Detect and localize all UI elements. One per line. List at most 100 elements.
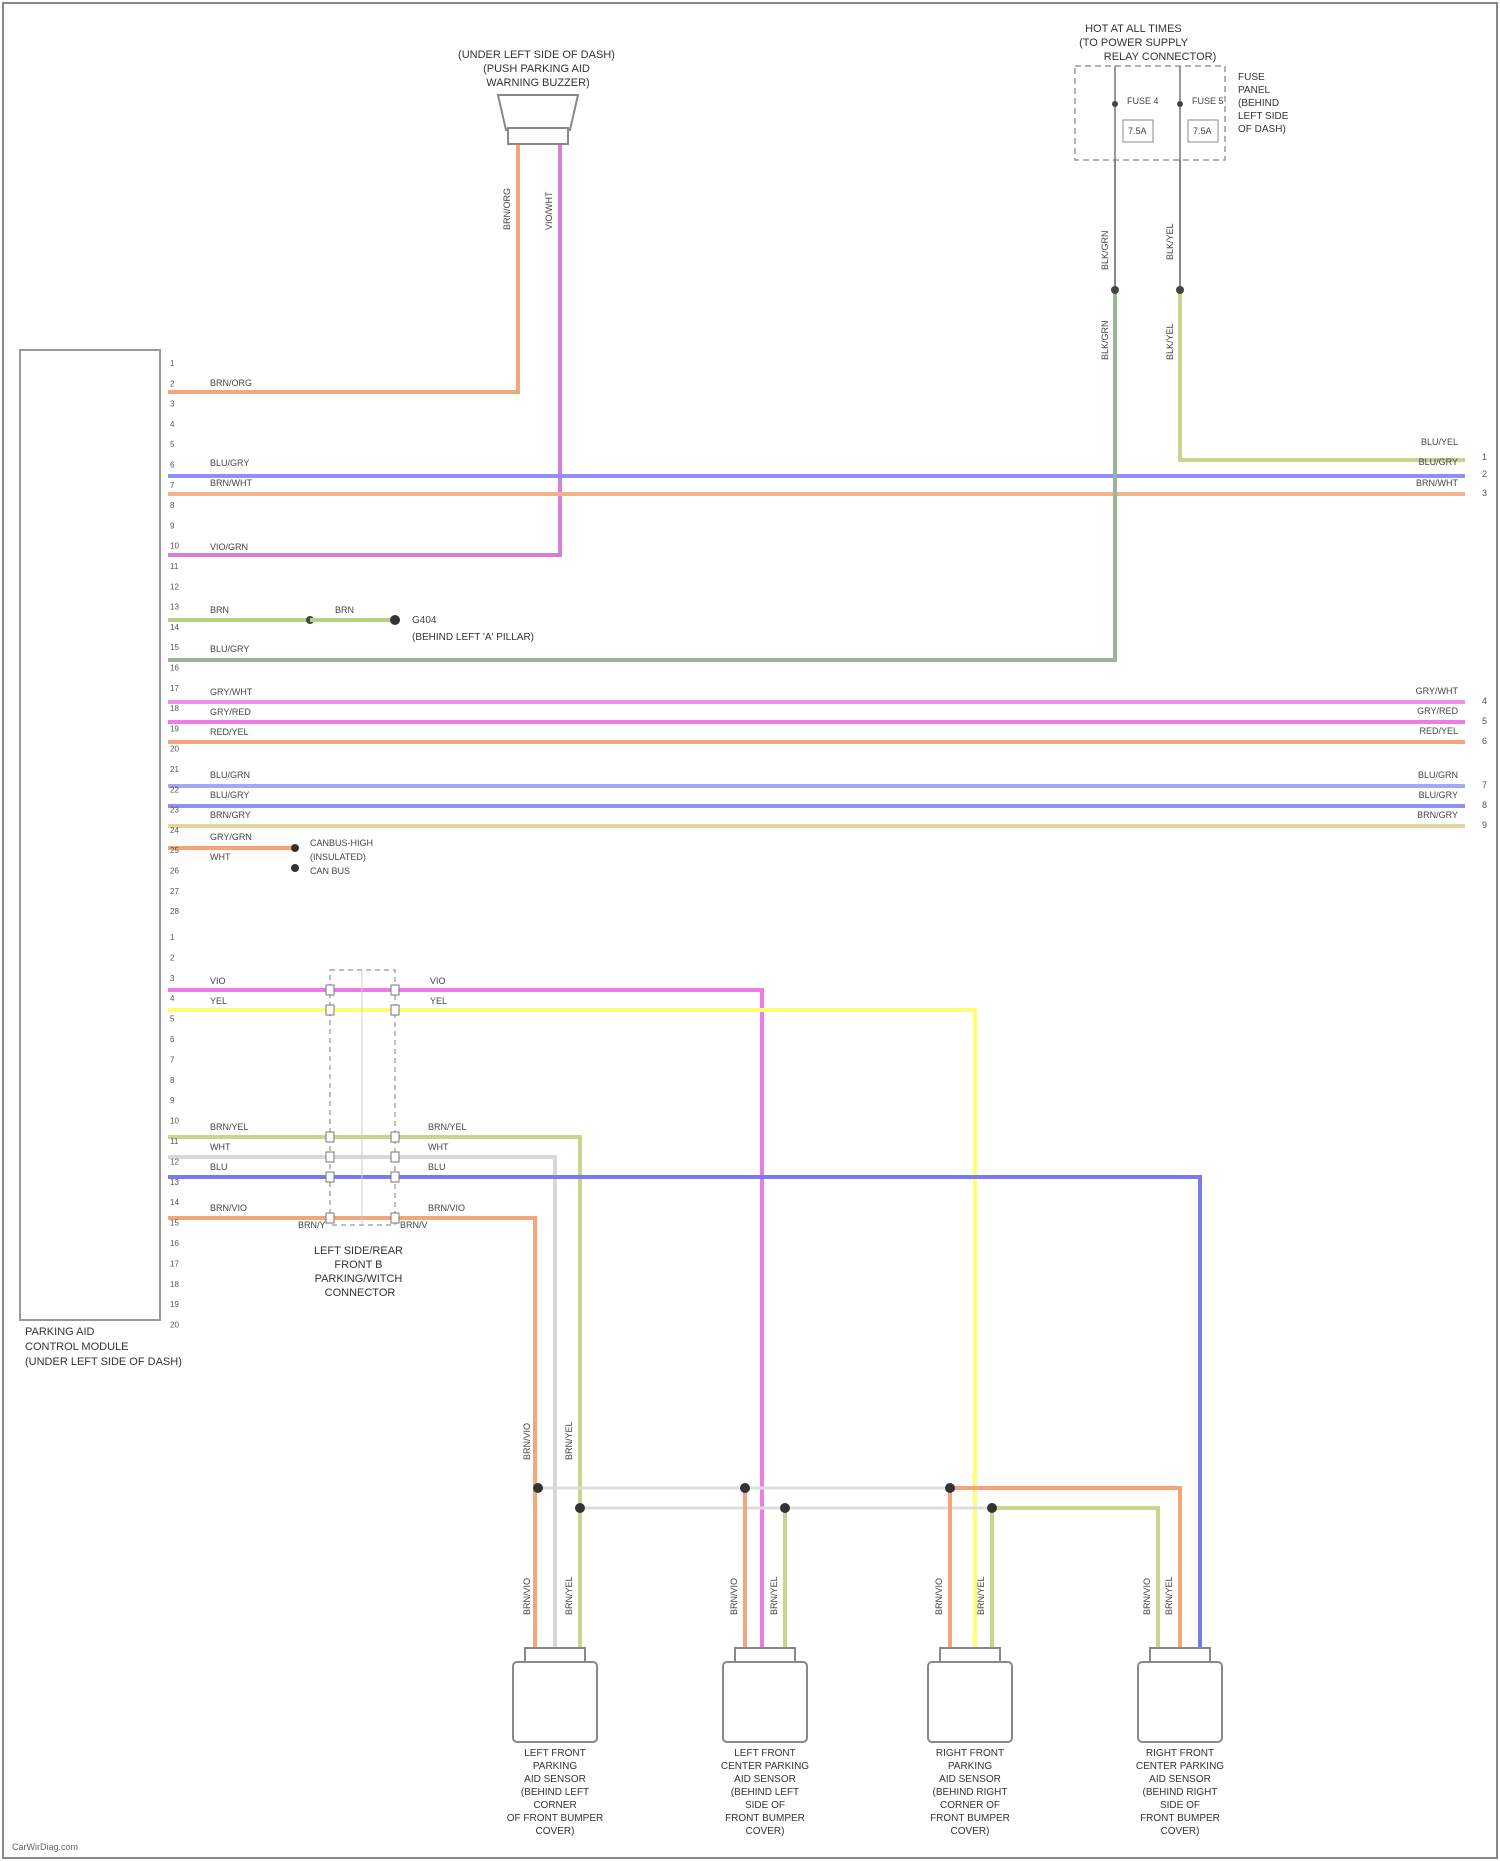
sensor-3-caption-line: CORNER OF: [940, 1800, 1000, 1811]
module-lower-pin-4: 4: [170, 994, 175, 1003]
connector-pin-0-0: [326, 985, 334, 995]
module-lower-pin-7: 7: [170, 1055, 175, 1064]
fuse-wire-a-label: BLK/GRN: [1100, 230, 1110, 270]
sensor-3-caption-line: RIGHT FRONT: [936, 1748, 1004, 1759]
sensor-1-caption-line: OF FRONT BUMPER: [507, 1813, 603, 1824]
label-w18: RED/YEL: [210, 727, 249, 737]
fuse-b-rating: 7.5A: [1193, 126, 1212, 136]
connector-pin-1-0: [326, 1005, 334, 1015]
label-s11: BRN/YEL: [210, 1122, 249, 1132]
sensor-4-caption-line: (BEHIND RIGHT: [1143, 1787, 1218, 1798]
label-w21: BLU/GRN: [210, 770, 250, 780]
conn-caption-2: FRONT B: [334, 1259, 382, 1271]
buzzer-caption-2: (PUSH PARKING AID: [483, 63, 590, 75]
sensor-2-caption-line: (BEHIND LEFT: [731, 1787, 799, 1798]
fuse-caption-1: HOT AT ALL TIMES: [1085, 23, 1182, 35]
fuse-b-name: FUSE 5: [1192, 96, 1224, 106]
module-pin-16: 16: [170, 664, 179, 673]
label-w17: GRY/RED: [210, 707, 251, 717]
buzzer-wire-left-label: BRN/ORG: [502, 188, 512, 230]
module-pin-28: 28: [170, 907, 179, 916]
module-caption-3: (UNDER LEFT SIDE OF DASH): [25, 1356, 182, 1368]
label-s15: BRN/VIO: [210, 1203, 247, 1213]
module-pin-20: 20: [170, 745, 179, 754]
right-label-r1: BLU/YEL: [1421, 437, 1458, 447]
module-lower-pin-14: 14: [170, 1198, 179, 1207]
connector-pin-4-1: [391, 1172, 399, 1182]
connector-pin-3-0: [326, 1152, 334, 1162]
sensor-2-caption-line: CENTER PARKING: [721, 1761, 809, 1772]
connector-pin-3-1: [391, 1152, 399, 1162]
fuse-side-3: (BEHIND: [1238, 98, 1279, 109]
conn-out-o4: YEL: [430, 996, 447, 1006]
module-pin-11: 11: [170, 562, 179, 571]
conn-bottom-right: BRN/V: [400, 1220, 428, 1230]
buzzer-wire-right-label: VIO/WHT: [544, 191, 554, 230]
sensor-2-caption-line: LEFT FRONT: [734, 1748, 795, 1759]
conn-out-o11: BRN/YEL: [428, 1122, 467, 1132]
right-label-r17: GRY/RED: [1417, 706, 1458, 716]
conn-caption-3: PARKING/WITCH: [315, 1273, 403, 1285]
sensor-4-caption-line: FRONT BUMPER: [1140, 1813, 1220, 1824]
sensor-1-caption-line: COVER): [536, 1826, 575, 1837]
buzzer-caption-3: WARNING BUZZER): [486, 77, 589, 89]
module-pin-15: 15: [170, 643, 179, 652]
module-pin-9: 9: [170, 521, 175, 530]
module-lower-pin-9: 9: [170, 1096, 175, 1105]
connector-pin-1-1: [391, 1005, 399, 1015]
module-pin-23: 23: [170, 806, 179, 815]
vlabel-1: BRN/VIO: [522, 1423, 532, 1460]
parking-aid-control-module: PARKING AID CONTROL MODULE (UNDER LEFT S…: [20, 350, 182, 1368]
connector-pin-5-1: [391, 1213, 399, 1223]
ground-caption: (BEHIND LEFT 'A' PILLAR): [412, 632, 534, 643]
stub-label-2: (INSULATED): [310, 852, 366, 862]
vlabel-9: BRN/VIO: [1142, 1578, 1152, 1615]
label-w14: BLU/GRY: [210, 644, 249, 654]
module-pin-14: 14: [170, 623, 179, 632]
right-label-r2: BLU/GRY: [1419, 457, 1458, 467]
fuse-a-rating: 7.5A: [1128, 126, 1147, 136]
right-label-r22: BLU/GRY: [1419, 790, 1458, 800]
label-w10: VIO/GRN: [210, 542, 248, 552]
right-pin-8: 8: [1482, 800, 1487, 810]
right-pin-7: 7: [1482, 780, 1487, 790]
ground-label: G404: [412, 615, 437, 626]
vlabel-8: BRN/YEL: [976, 1576, 986, 1615]
vlabel-7: BRN/VIO: [934, 1578, 944, 1615]
sensor-1-caption-line: PARKING: [533, 1761, 577, 1772]
buzzer-caption-1: (UNDER LEFT SIDE OF DASH): [458, 49, 615, 61]
sensor-4-caption: RIGHT FRONTCENTER PARKINGAID SENSOR(BEHI…: [1136, 1748, 1224, 1837]
fuse-side-5: OF DASH): [1238, 124, 1286, 135]
ground-mid-label: BRN: [335, 605, 354, 615]
module-pin-25: 25: [170, 846, 179, 855]
right-label-r3: BRN/WHT: [1416, 478, 1458, 488]
module-lower-pin-6: 6: [170, 1035, 175, 1044]
connector-pin-0-1: [391, 985, 399, 995]
conn-out-o12: WHT: [428, 1142, 449, 1152]
fuse-side-4: LEFT SIDE: [1238, 111, 1289, 122]
vlabel-10: BRN/YEL: [1164, 1576, 1174, 1615]
fuse-caption-2: (TO POWER SUPPLY: [1079, 37, 1189, 49]
fuse-side-2: PANEL: [1238, 85, 1270, 96]
fuse-a-name: FUSE 4: [1127, 96, 1159, 106]
connector-pin-2-1: [391, 1132, 399, 1142]
sensor-4-caption-line: SIDE OF: [1160, 1800, 1200, 1811]
sensor-1-caption-line: LEFT FRONT: [524, 1748, 585, 1759]
fuse-wire-b-label: BLK/YEL: [1165, 223, 1175, 260]
sensor-3-caption-line: (BEHIND RIGHT: [933, 1787, 1008, 1798]
conn-caption-1: LEFT SIDE/REAR: [314, 1245, 403, 1257]
label-w25: WHT: [210, 852, 231, 862]
module-lower-pin-11: 11: [170, 1137, 179, 1146]
conn-out-o15: BRN/VIO: [428, 1203, 465, 1213]
sensor-3-body: [928, 1662, 1012, 1742]
module-pin-17: 17: [170, 684, 179, 693]
module-pin-2: 2: [170, 379, 175, 388]
sensor-2-caption-line: SIDE OF: [745, 1800, 785, 1811]
module-caption-2: CONTROL MODULE: [25, 1341, 129, 1353]
module-pin-8: 8: [170, 501, 175, 510]
module-pin-7: 7: [170, 481, 175, 490]
module-lower-pin-19: 19: [170, 1300, 179, 1309]
sensor-2-caption-line: FRONT BUMPER: [725, 1813, 805, 1824]
vlabel-6: BRN/YEL: [769, 1576, 779, 1615]
